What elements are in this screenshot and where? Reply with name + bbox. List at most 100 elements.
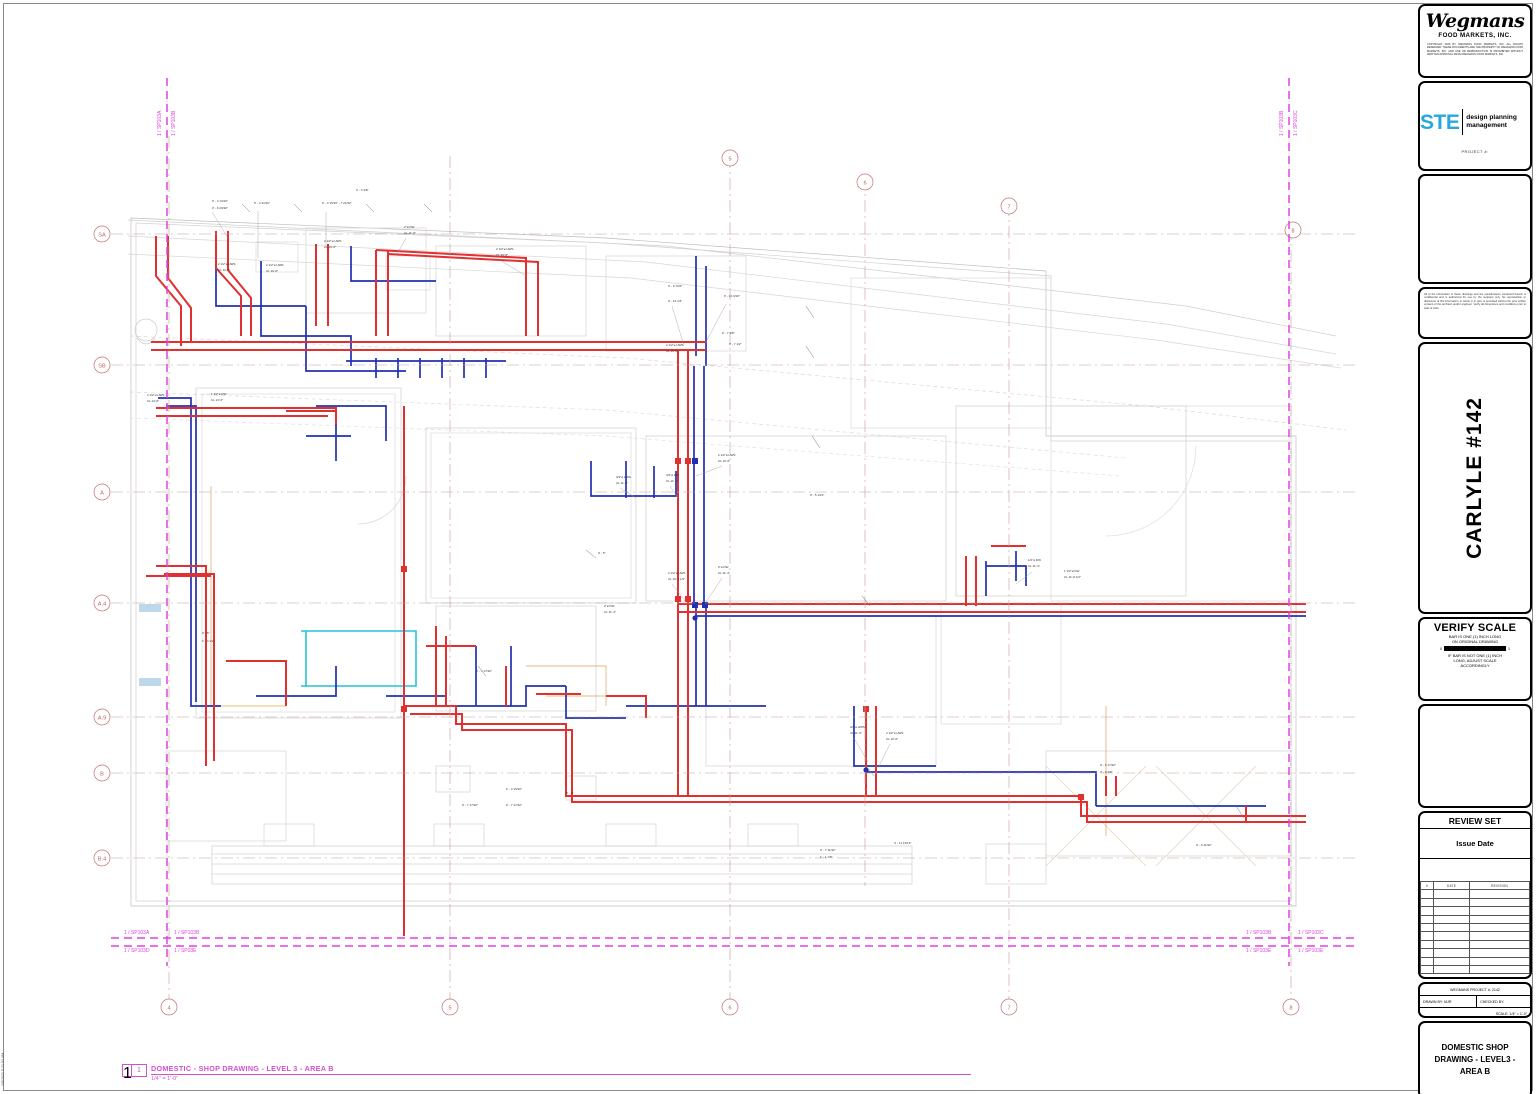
svg-text:A: A <box>100 491 104 497</box>
revision-table-header: # DATE REVISION <box>1420 880 1530 891</box>
pipe-tag: 6' - 3 15/32" <box>506 787 522 791</box>
verify-scale-line2: ON ORIGINAL DRAWING <box>1451 639 1499 644</box>
revision-row[interactable] <box>1420 931 1530 941</box>
svg-text:1 / SP103A: 1 / SP103A <box>124 930 150 936</box>
revision-row[interactable] <box>1420 889 1530 899</box>
stamp-box-lower <box>1418 704 1532 808</box>
revision-cell-num <box>1420 914 1435 924</box>
revision-cell-num <box>1420 931 1435 941</box>
scale-bar-tick-right: 1 <box>1508 646 1510 651</box>
pipe-tag: 0' - 6 29/32" <box>212 206 228 210</box>
drawing-canvas[interactable]: SA SB A A.4 A.9 B B.4 5 6 7 8 4 5 6 7 <box>6 6 1418 1088</box>
pipe-tag: 1 1/2"ø DW <box>1064 569 1080 573</box>
revision-row[interactable] <box>1420 948 1530 958</box>
svg-text:4: 4 <box>167 1006 170 1012</box>
revision-row[interactable] <box>1420 964 1530 975</box>
ste-services: design planning management <box>1466 114 1517 129</box>
revision-cell-num <box>1420 922 1435 933</box>
pipe-tag: 1 1/2"ø DW <box>211 392 227 396</box>
svg-text:7: 7 <box>1007 205 1010 211</box>
pipe-tag: 2 1/2"ø HWS <box>147 393 164 397</box>
sheet-border <box>3 3 1533 1091</box>
pipe-tag: CL 10'-6" <box>324 245 336 249</box>
pipe-tag: 5' - 4" <box>566 791 574 795</box>
revision-cell-date <box>1433 897 1471 908</box>
pipe-tag: CL 10'-6" <box>218 268 230 272</box>
cold-water-piping <box>158 246 1306 807</box>
pipe-tag: CL 11'-4" <box>718 571 730 575</box>
pipe-tag: CL 11'-6" <box>616 481 628 485</box>
drawn-by: DRAWN BY: MJR <box>1420 996 1478 1007</box>
pipe-tag: 0' - 10 3/16" <box>724 294 740 298</box>
pipe-tag: CL 11'-6" <box>850 731 862 735</box>
revision-cell-num <box>1420 948 1435 958</box>
drawing-caption: 1 1 DOMESTIC - SHOP DRAWING - LEVEL 3 - … <box>122 1063 971 1082</box>
revision-col-num: # <box>1420 880 1435 891</box>
revision-row[interactable] <box>1420 897 1530 908</box>
pipe-tag: CL 10'-6" <box>666 349 678 353</box>
pipe-tag: 3/4"ø HWS <box>850 725 865 729</box>
pipe-tag: 2"ø DW <box>404 225 415 229</box>
pipe-tag: CL 10'-6" <box>266 269 278 273</box>
svg-text:1 / SP103B: 1 / SP103B <box>171 110 177 136</box>
revision-cell-revision <box>1469 914 1530 924</box>
grid-bubbles-columns-top: 5 6 7 8 <box>721 149 1302 239</box>
caption-tag: 1 1 <box>122 1063 147 1082</box>
svg-text:1 / SP03E: 1 / SP03E <box>174 948 197 954</box>
pipe-tag: CL 11'-4" <box>604 610 616 614</box>
pipe-tag: 0' - 6 17/32" <box>1100 763 1116 767</box>
pipe-tag: 1' - 1 1/8" <box>820 855 833 859</box>
ste-divider <box>1462 109 1464 135</box>
svg-text:A.4: A.4 <box>98 602 106 608</box>
svg-text:1 / SP103C: 1 / SP103C <box>1293 110 1299 136</box>
ste-mark: STE <box>1420 110 1460 134</box>
revision-row[interactable] <box>1420 922 1530 933</box>
pipe-tag: 5' - 4 31/32" <box>254 201 270 205</box>
pipe-tag: CL 11'-3" <box>1028 564 1040 568</box>
pipe-tag: 2 1/2"ø HWS <box>668 571 685 575</box>
revision-row[interactable] <box>1420 939 1530 950</box>
revision-row[interactable] <box>1420 956 1530 966</box>
match-lines <box>111 78 1356 966</box>
pipe-tag: CL 11'-6" <box>404 231 416 235</box>
revision-cell-num <box>1420 956 1435 966</box>
grid-bubbles-columns-bottom: 4 5 6 7 8 <box>160 998 1300 1016</box>
verify-scale-block: VERIFY SCALE BAR IS ONE (1) INCH LONG ON… <box>1418 617 1532 701</box>
revision-cell-date <box>1433 931 1471 941</box>
pipe-tag: 2 1/2"ø HWS <box>496 247 513 251</box>
revision-col-date: DATE <box>1433 880 1471 891</box>
gas-piping <box>210 486 1107 836</box>
revision-cell-revision <box>1469 922 1530 933</box>
pipe-tag: 0' - 7 17/32" <box>462 803 478 807</box>
revision-cell-revision <box>1469 889 1530 899</box>
verify-scale-line5: ACCORDINGLY <box>1460 663 1490 668</box>
project-info-block: WEGMANS PROJECT #: 2142 DRAWN BY: MJR CH… <box>1418 982 1532 1018</box>
svg-text:SB: SB <box>98 364 106 370</box>
pipe-tag: 2 1/2"ø HWS <box>324 239 341 243</box>
pipe-tag: CL 10'-6" <box>718 459 730 463</box>
svg-text:1 / SP103E: 1 / SP103E <box>1298 948 1324 954</box>
pipe-tag: 0' - 5 1/16" <box>810 493 824 497</box>
revision-cell-date <box>1433 948 1471 958</box>
revision-cell-num <box>1420 964 1435 975</box>
architectural-background <box>127 217 1347 907</box>
tag-leaders <box>211 211 1033 769</box>
pipe-tag: 0' - 4 15/16" - 7 21/32" <box>322 201 352 205</box>
svg-text:5: 5 <box>448 1006 451 1012</box>
svg-text:8: 8 <box>1289 1006 1292 1012</box>
plot-stamp: 1/8/2021 5:21:02 AM <box>1 1052 5 1086</box>
pipe-tag: 2"ø DW <box>718 565 729 569</box>
scale-bar-tick-left: 0 <box>1440 646 1442 651</box>
matchline-labels: 1 / SP103A 1 / SP103B 1 / SP103B 1 / SP1… <box>124 110 1324 954</box>
pipe-tag: CL 10'-6" <box>496 253 508 257</box>
revision-row[interactable] <box>1420 906 1530 916</box>
svg-text:SA: SA <box>98 233 106 239</box>
pipe-tag: CL 11'-8 1/4" <box>1064 575 1081 579</box>
title-block: Wegmans FOOD MARKETS, INC. COPYRIGHT 202… <box>1418 4 1532 1094</box>
disclaimer-text: All of the information in these drawings… <box>1424 293 1526 310</box>
verify-scale-line3: IF BAR IS NOT ONE (1) INCH <box>1448 653 1502 658</box>
tempered-water-piping <box>301 630 417 687</box>
revision-row[interactable] <box>1420 914 1530 924</box>
consultant-project-label: PROJECT #: <box>1461 149 1489 154</box>
pipe-tag: 2 1/2"ø HWS <box>666 343 683 347</box>
